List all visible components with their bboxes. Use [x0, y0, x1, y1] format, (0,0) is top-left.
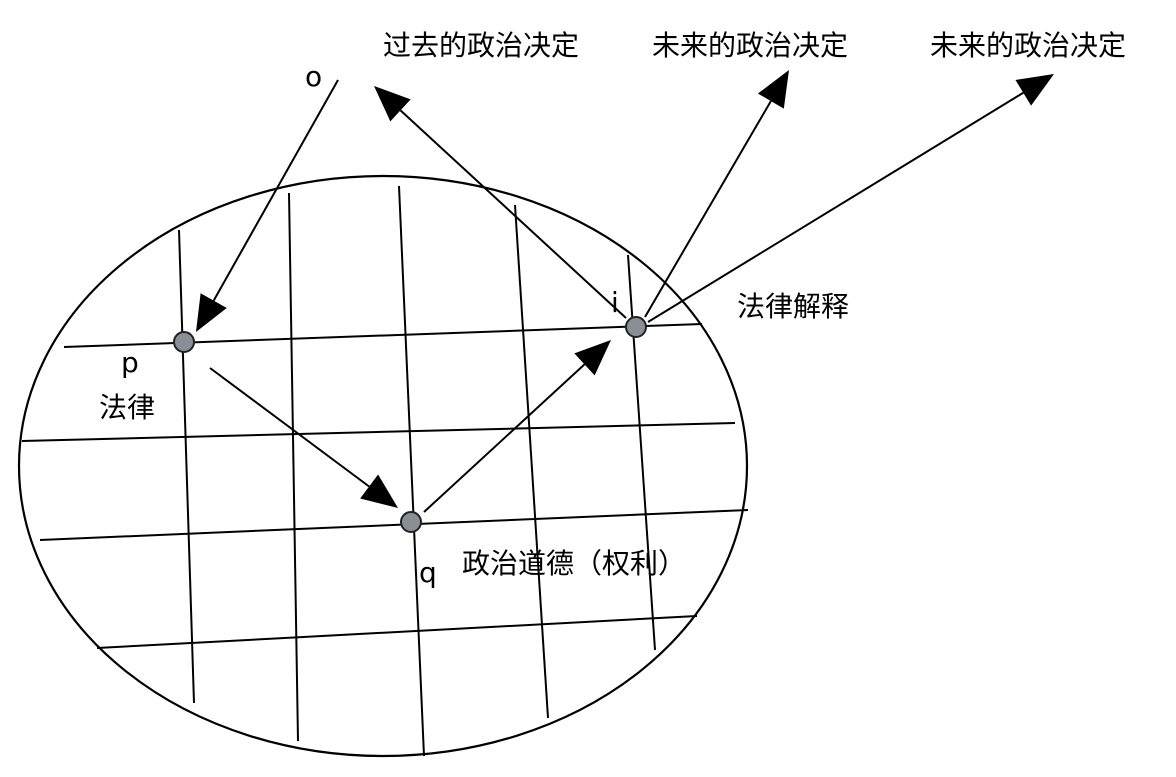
network-boundary-ellipse — [17, 174, 749, 758]
arrowhead-icon — [1015, 74, 1054, 106]
arrows — [196, 70, 1054, 513]
arrow-i-to-o — [374, 86, 627, 319]
arrowhead-icon — [360, 474, 398, 508]
label-future-political-decision-1: 未来的政治决定 — [652, 29, 848, 62]
vertical-grid-lines — [178, 185, 656, 757]
grid-line-horizontal-2 — [21, 422, 736, 442]
grid-line-horizontal-4 — [96, 615, 698, 649]
arrow-shaft — [209, 367, 370, 488]
arrow-shaft — [647, 91, 1024, 323]
grid-line-vertical-1 — [178, 229, 195, 704]
arrowhead-icon — [757, 70, 789, 109]
arrowhead-icon — [196, 293, 227, 332]
label-point-i: i — [611, 286, 619, 319]
grid-line-horizontal-3 — [39, 509, 749, 541]
node-q — [400, 511, 422, 533]
label-point-o: o — [305, 60, 322, 93]
horizontal-grid-lines — [21, 323, 749, 649]
arrow-shaft — [423, 363, 586, 513]
label-point-q: q — [419, 556, 437, 589]
label-political-morality-rights: 政治道德（权利） — [462, 547, 686, 580]
arrow-shaft — [644, 100, 772, 318]
grid-line-vertical-4 — [514, 204, 549, 719]
arrow-o-to-p — [196, 79, 339, 332]
arrow-i-to-future-2 — [647, 74, 1054, 323]
label-legal-interpretation: 法律解释 — [737, 290, 849, 323]
label-law: 法律 — [99, 391, 155, 424]
arrow-shaft — [212, 79, 339, 302]
label-past-political-decision: 过去的政治决定 — [383, 29, 579, 62]
arrowhead-icon — [574, 340, 611, 376]
label-point-p: p — [121, 346, 139, 379]
node-i — [625, 316, 647, 338]
nodes — [173, 316, 647, 533]
grid-line-vertical-3 — [398, 185, 425, 757]
grid-line-vertical-5 — [627, 254, 656, 651]
grid-line-horizontal-1 — [63, 323, 703, 348]
arrow-q-to-i — [423, 340, 611, 513]
arrow-p-to-q — [209, 367, 398, 508]
label-future-political-decision-2: 未来的政治决定 — [930, 29, 1126, 62]
arrow-i-to-future-1 — [644, 70, 789, 318]
node-p — [173, 331, 195, 353]
grid-line-vertical-2 — [288, 192, 299, 742]
arrowhead-icon — [374, 86, 411, 122]
arrow-shaft — [399, 109, 627, 319]
